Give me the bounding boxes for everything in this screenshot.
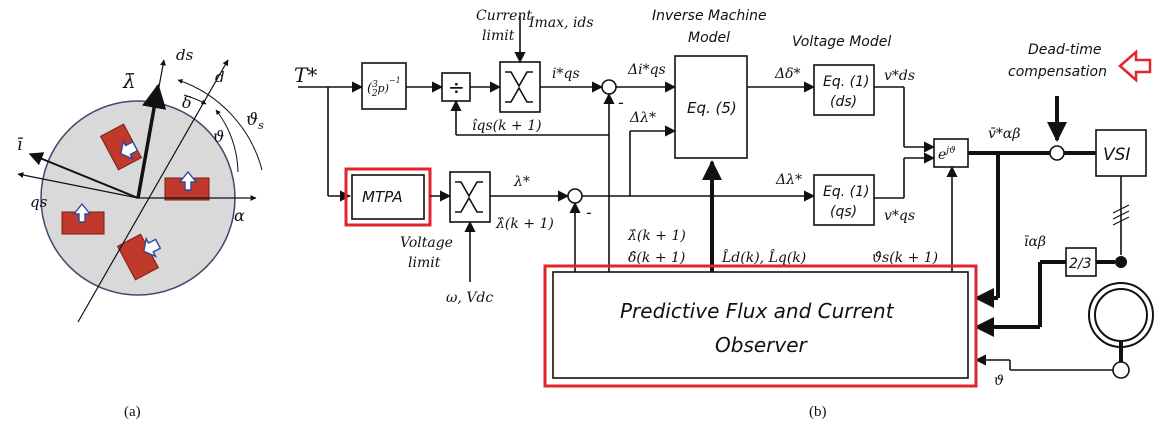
- v-alpha-beta-label: v̄*αβ: [988, 126, 1020, 142]
- mtpa-highlight-frame: [344, 167, 432, 227]
- torque-reference-label: T*: [294, 63, 317, 87]
- rotor-magnet-bottom-right: [116, 233, 162, 281]
- theta-angle-label: ϑ: [213, 127, 224, 146]
- ds-axis-label: ds: [176, 46, 194, 64]
- mtpa-label: MTPA: [362, 188, 403, 206]
- conversion-label: 2/3: [1069, 256, 1092, 272]
- delta-lambda-top-label: Δλ*: [629, 110, 656, 126]
- qs-axis: [17, 172, 139, 199]
- flux-vector-label: λ̄: [122, 69, 136, 93]
- voltage-limit-symbol: [455, 181, 483, 213]
- iqs-ref-label: i*qs: [552, 66, 580, 82]
- deadtime-sum-junction: [1049, 145, 1065, 161]
- vds-label: v*ds: [884, 68, 915, 84]
- deadtime-title-2: compensation: [1008, 64, 1107, 80]
- deadtime-title: Dead-time: [1028, 42, 1102, 58]
- obs-lambda-label: λ̂(k + 1): [627, 228, 686, 244]
- obs-delta-label: δ̂(k + 1): [628, 250, 685, 266]
- delta-angle-arc: [183, 94, 207, 105]
- theta-angle-arc: [215, 109, 239, 173]
- eq1-ds-label: Eq. (1): [823, 74, 869, 90]
- rotation-block: [933, 138, 969, 168]
- eq1-qs-block: [813, 174, 875, 226]
- eq1-qs-label: Eq. (1): [823, 184, 869, 200]
- delta-delta-label: Δδ*: [774, 66, 801, 82]
- flux-vector: [136, 83, 167, 199]
- current-sum-junction: [601, 79, 617, 95]
- figure-a-caption: (a): [124, 404, 141, 420]
- d-axis-label: d: [215, 68, 225, 86]
- observer-block: [552, 271, 969, 379]
- flux-sum-junction: [567, 188, 583, 204]
- flux-sum-minus: -: [586, 203, 592, 222]
- inverse-model-label: Eq. (5): [687, 99, 737, 117]
- figure-b-caption: (b): [809, 404, 827, 420]
- voltage-model-title: Voltage Model: [792, 34, 891, 50]
- current-limit-symbol: [505, 71, 533, 103]
- current-vector-label: ī: [17, 135, 24, 155]
- vqs-label: v*qs: [884, 208, 915, 224]
- obs-inductance-label: L̂d(k), L̂q(k): [721, 248, 806, 266]
- omega-vdc-label: ω, Vdc: [446, 290, 493, 306]
- motor-inner: [1094, 288, 1148, 342]
- figure-a-vector-diagram: ds d qs α δ ϑs ϑ λ̄ ī: [17, 46, 264, 323]
- current-limit-title: Current: [476, 8, 532, 24]
- theta-s-angle-arc: [177, 79, 263, 171]
- current-sensor-node: [1115, 256, 1127, 268]
- lambda-ref-label: λ*: [513, 174, 530, 190]
- eq1-ds-block: [813, 64, 875, 116]
- iqs-hat-label: îqs(k + 1): [472, 118, 542, 134]
- observer-label-line-2: Observer: [715, 333, 809, 357]
- voltage-limit-title-2: limit: [408, 255, 441, 271]
- voltage-limit-block: [449, 171, 491, 223]
- observer-label-line-1: Predictive Flux and Current: [620, 299, 895, 323]
- divider-symbol: ÷: [448, 75, 465, 99]
- rotation-label: ejϑ: [938, 146, 956, 163]
- eq1-qs-label-2: (qs): [830, 204, 857, 220]
- lambda-hat-label: λ̂(k + 1): [495, 216, 554, 232]
- inverse-model-title: Inverse Machine: [652, 8, 767, 24]
- theta-label: ϑ: [994, 373, 1004, 389]
- rotor-magnet-top-right: [164, 170, 210, 201]
- three-phase-marks: [1112, 204, 1130, 226]
- obs-theta-label: ϑ̂s(k + 1): [872, 250, 938, 266]
- deadtime-highlight-arrow-icon: [1118, 49, 1152, 83]
- delta-lambda-bottom-label: Δλ*: [775, 172, 802, 188]
- rotor-magnet-bottom-left: [61, 202, 105, 235]
- mtpa-block: [351, 174, 425, 220]
- imax-ids-label: Imax, ids: [528, 15, 594, 31]
- eq1-ds-label-2: (ds): [830, 94, 857, 110]
- current-limit-title-2: limit: [482, 28, 515, 44]
- observer-highlight-frame: [543, 264, 978, 388]
- voltage-limit-title: Voltage: [400, 235, 453, 251]
- vsi-label: VSI: [1103, 145, 1130, 165]
- current-vector: [28, 152, 139, 199]
- pole-pair-gain-block: [361, 62, 407, 110]
- delta-angle-label: δ: [182, 93, 192, 112]
- encoder-node: [1112, 361, 1130, 379]
- theta-s-angle-label: ϑs: [246, 110, 264, 132]
- current-limit-block: [499, 61, 541, 113]
- inverse-model-title-2: Model: [688, 30, 730, 46]
- i-alpha-beta-label: īαβ: [1024, 234, 1046, 250]
- current-sum-minus: -: [618, 93, 624, 112]
- rotor-magnet-top-left: [99, 123, 143, 171]
- delta-iqs-label: Δi*qs: [627, 62, 666, 78]
- qs-axis-label: qs: [30, 193, 48, 211]
- inverse-model-block: [674, 55, 748, 159]
- alpha-axis-label: α: [234, 206, 245, 225]
